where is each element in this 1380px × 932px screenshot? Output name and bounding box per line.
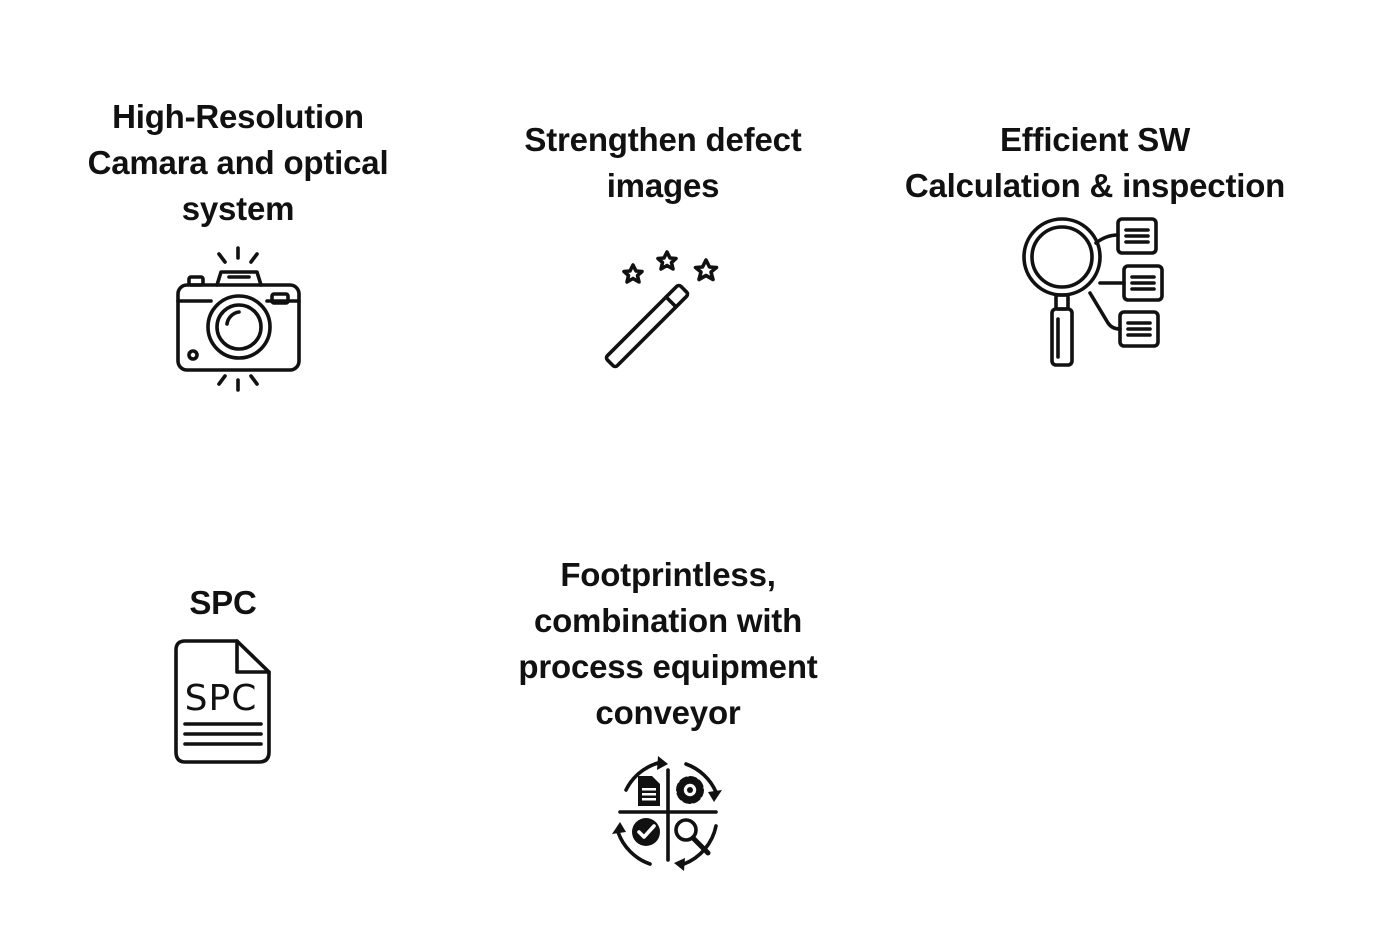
camera-icon (173, 244, 303, 394)
spc-document-icon: SPC (173, 638, 273, 768)
feature-cycle: Footprintless, combination with process … (490, 552, 846, 876)
spc-document-label: SPC (185, 678, 258, 719)
magnifier-list-icon (1020, 215, 1170, 375)
feature-wand: Strengthen defect images (485, 117, 841, 371)
magic-wand-icon (603, 250, 723, 371)
feature-title-cycle: Footprintless, combination with process … (518, 556, 818, 731)
feature-spc: SPC SPC (130, 580, 316, 768)
feature-title-camera: High-Resolution Camara and optical syste… (87, 98, 389, 227)
feature-title-wand: Strengthen defect images (524, 121, 802, 204)
feature-camera: High-Resolution Camara and optical syste… (60, 94, 416, 394)
feature-title-spc: SPC (189, 584, 257, 621)
process-cycle-icon (604, 752, 732, 876)
feature-title-search: Efficient SW Calculation & inspection (904, 121, 1286, 204)
feature-search: Efficient SW Calculation & inspection (880, 117, 1310, 375)
